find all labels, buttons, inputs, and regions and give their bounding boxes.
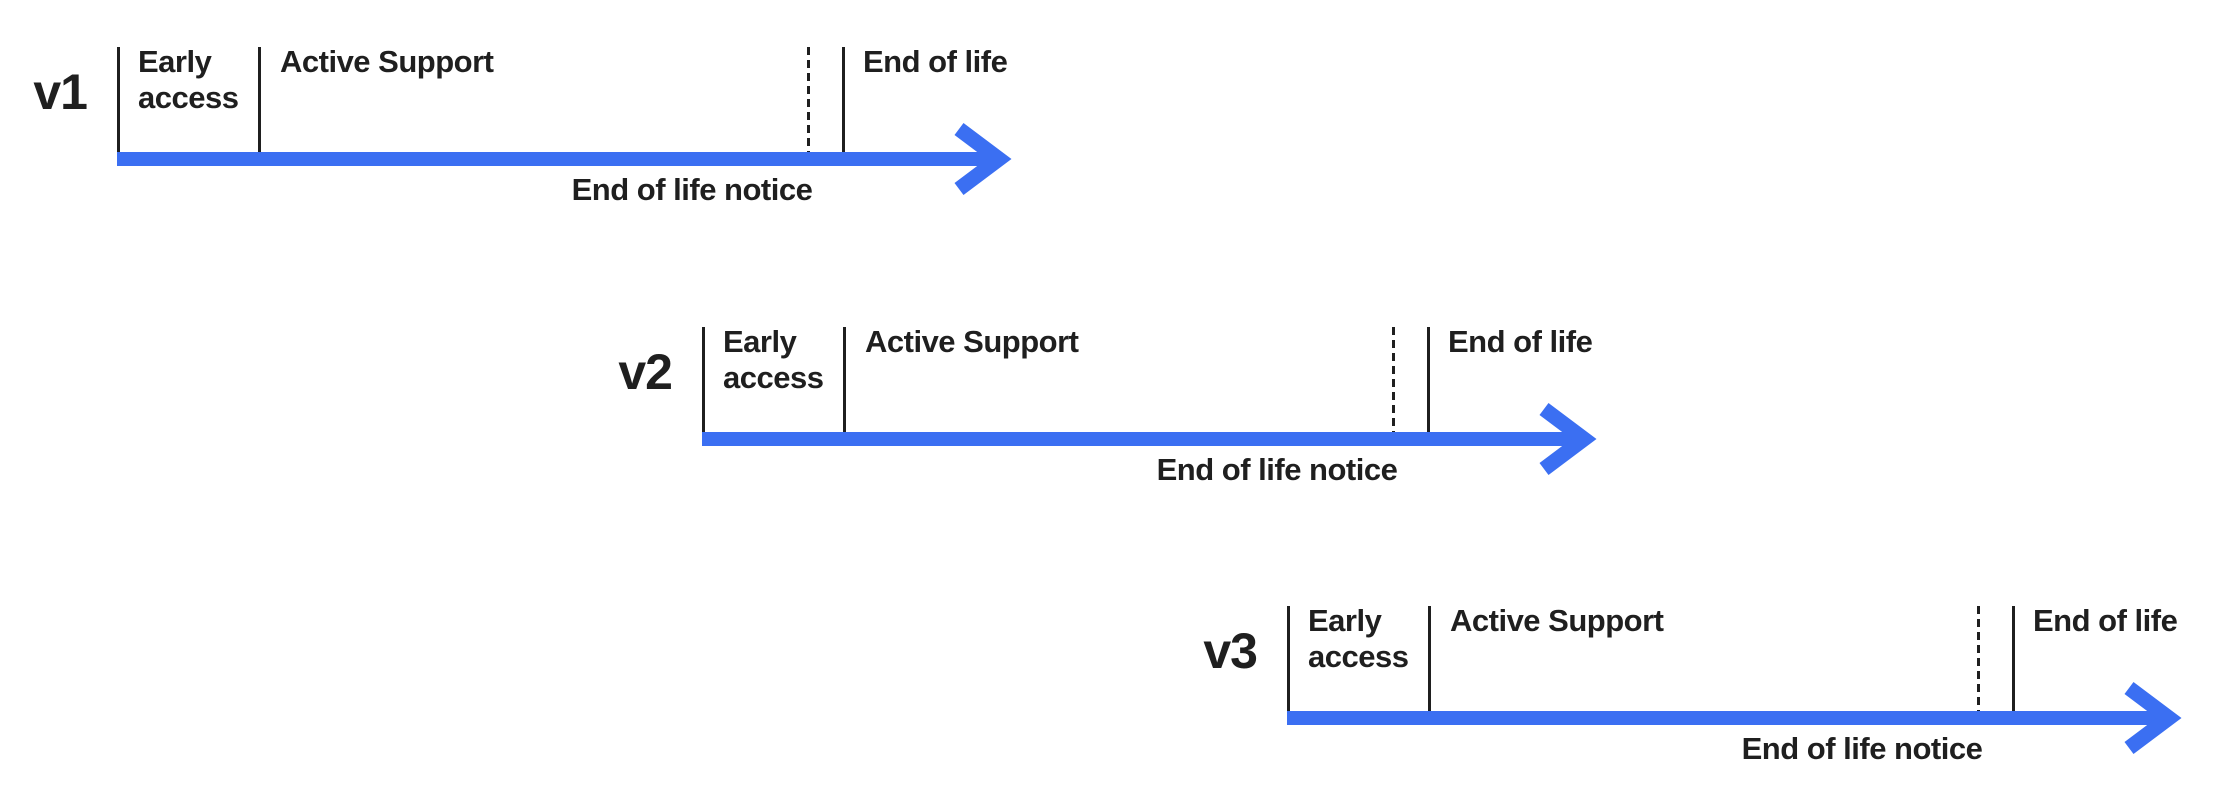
active-support-start-tick bbox=[258, 47, 261, 152]
active-support-start-tick bbox=[1428, 606, 1431, 711]
version-label: v1 bbox=[33, 64, 88, 120]
end-of-life-label: End of life bbox=[2033, 603, 2178, 638]
end-of-life-label: End of life bbox=[863, 44, 1008, 79]
active-support-label: Active Support bbox=[1450, 603, 1664, 638]
early-access-start-tick bbox=[117, 47, 120, 152]
timeline-row-v3: v3 Early access Active Support End of li… bbox=[1167, 603, 2228, 771]
timeline-arrow bbox=[702, 403, 1597, 475]
timeline-arrow bbox=[1287, 682, 2182, 754]
version-label: v2 bbox=[618, 344, 673, 400]
eol-notice-label: End of life notice bbox=[571, 172, 813, 207]
end-of-life-tick bbox=[842, 47, 845, 152]
arrow-head-icon bbox=[954, 123, 1012, 195]
end-of-life-tick bbox=[1427, 327, 1430, 432]
early-access-start-tick bbox=[1287, 606, 1290, 711]
active-support-label: Active Support bbox=[865, 324, 1079, 359]
arrow-head-icon bbox=[2124, 682, 2182, 754]
end-of-life-tick bbox=[2012, 606, 2015, 711]
timeline-row-v1: v1 Early access Active Support End of li… bbox=[0, 44, 1072, 212]
version-label: v3 bbox=[1203, 623, 1258, 679]
eol-notice-label: End of life notice bbox=[1156, 452, 1398, 487]
eol-notice-dashed-tick bbox=[1977, 606, 1980, 711]
timeline-arrow bbox=[117, 123, 1012, 195]
active-support-start-tick bbox=[843, 327, 846, 432]
arrow-head-icon bbox=[1539, 403, 1597, 475]
early-access-label: Early access bbox=[138, 44, 239, 115]
early-access-start-tick bbox=[702, 327, 705, 432]
eol-notice-label: End of life notice bbox=[1741, 731, 1983, 766]
eol-notice-dashed-tick bbox=[1392, 327, 1395, 432]
early-access-label: Early access bbox=[1308, 603, 1409, 674]
timeline-row-v2: v2 Early access Active Support End of li… bbox=[582, 324, 1657, 492]
end-of-life-label: End of life bbox=[1448, 324, 1593, 359]
active-support-label: Active Support bbox=[280, 44, 494, 79]
early-access-label: Early access bbox=[723, 324, 824, 395]
eol-notice-dashed-tick bbox=[807, 47, 810, 152]
